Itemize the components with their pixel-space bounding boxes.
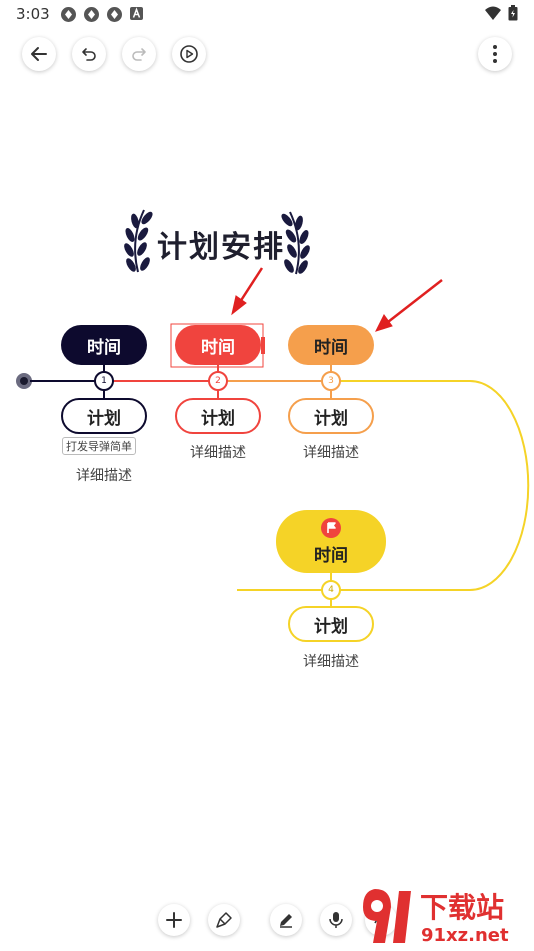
laurel-right-icon	[281, 211, 310, 275]
play-circle-icon	[180, 45, 198, 63]
back-button[interactable]	[22, 37, 56, 71]
more-vertical-icon	[493, 45, 497, 63]
play-button[interactable]	[172, 37, 206, 71]
watermark-title: 下载站	[420, 891, 504, 924]
node-number-1: 1	[94, 371, 114, 391]
mindmap-title[interactable]: 计划安排	[157, 230, 285, 265]
redo-icon	[132, 48, 146, 61]
plan-node-1[interactable]: 计划	[61, 398, 147, 434]
notification-icon	[60, 6, 77, 23]
desc-node-4[interactable]: 详细描述	[303, 654, 359, 670]
time-node-4: 时间	[314, 546, 348, 566]
microphone-icon	[329, 912, 343, 928]
desc-node-2[interactable]: 详细描述	[190, 445, 246, 461]
node-number-3: 3	[321, 371, 341, 391]
app-a-icon	[129, 6, 146, 23]
add-node-button[interactable]	[158, 904, 190, 936]
watermark-logo: 下载站 91xz.net	[355, 885, 530, 951]
brush-icon	[216, 912, 232, 928]
watermark-domain: 91xz.net	[421, 925, 509, 946]
node-number-4: 4	[321, 580, 341, 600]
desc-node-3[interactable]: 详细描述	[303, 445, 359, 461]
milestone-node-4[interactable]: 时间	[276, 510, 386, 573]
desc-node-1[interactable]: 详细描述	[76, 468, 132, 484]
plan-node-2[interactable]: 计划	[175, 398, 261, 434]
pencil-icon	[280, 914, 292, 928]
undo-button[interactable]	[72, 37, 106, 71]
annotation-arrow	[375, 279, 443, 332]
wifi-icon	[484, 6, 502, 25]
time-node-1[interactable]: 时间	[61, 325, 147, 365]
redo-button[interactable]	[122, 37, 156, 71]
time-node-2[interactable]: 时间	[175, 325, 261, 365]
resize-handle	[261, 337, 265, 354]
more-button[interactable]	[478, 37, 512, 71]
arrow-left-icon	[31, 47, 47, 61]
time-node-3[interactable]: 时间	[288, 325, 374, 365]
edit-button[interactable]	[270, 904, 302, 936]
undo-icon	[82, 48, 96, 61]
battery-icon	[508, 5, 518, 25]
annotation-arrow	[231, 267, 264, 316]
notification-icon	[106, 6, 123, 23]
style-brush-button[interactable]	[208, 904, 240, 936]
status-system-icons	[484, 5, 518, 25]
status-time: 3:03	[16, 5, 50, 23]
site-logo-icon: 下载站 91xz.net	[363, 889, 509, 946]
voice-button[interactable]	[320, 904, 352, 936]
notification-icon	[83, 6, 100, 23]
plus-icon	[166, 912, 182, 928]
plan-node-3[interactable]: 计划	[288, 398, 374, 434]
laurel-left-icon	[124, 209, 153, 273]
node-number-2: 2	[208, 371, 228, 391]
hint-label: 打发导弹简单	[62, 437, 136, 455]
status-notification-icons	[60, 6, 146, 23]
flag-icon	[321, 518, 341, 538]
plan-node-4[interactable]: 计划	[288, 606, 374, 642]
